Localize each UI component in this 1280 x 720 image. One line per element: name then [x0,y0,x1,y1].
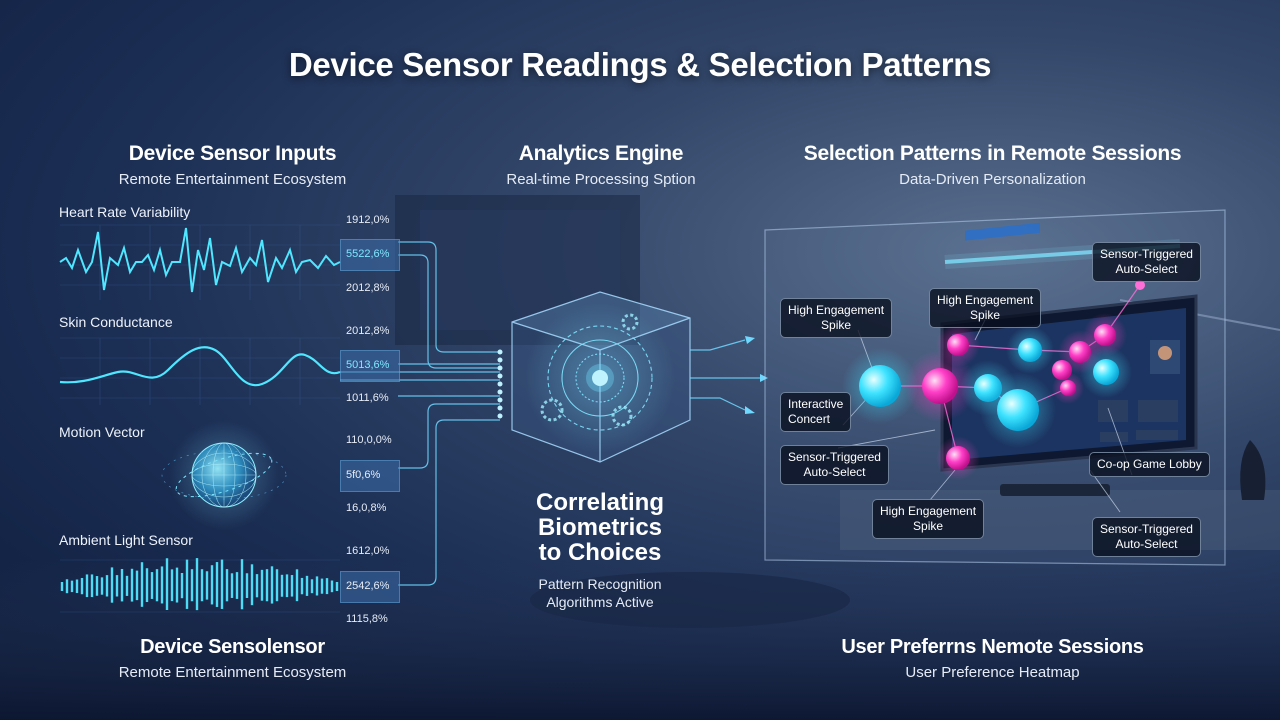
right-footer-heading: User Preferrns Nemote Sessions [841,636,1144,658]
sensor-panel-motion-vector [161,420,287,530]
left-column-footer: Device Sensolensor Remote Entertainment … [60,636,405,681]
sensor-label-motion-vector: Motion Vector [59,424,145,440]
highlight-box [340,350,400,382]
sensor-reading: 110,0,0% [346,434,392,446]
connector-nodes [497,349,503,419]
analytics-cube [511,291,691,463]
connector-lines-right [690,339,760,411]
right-column-footer: User Preferrns Nemote Sessions User Pref… [770,636,1215,681]
tag-line: Co-op Game Lobby [1097,457,1202,471]
highlight-box [340,239,400,271]
tag-interactive-concert: Interactive Concert [780,392,852,432]
center-caption: Correlating Biometrics to Choices Patter… [490,490,710,611]
tag-line: High Engagement [880,504,977,518]
tag-sensor-triggered: Sensor-Triggered Auto-Select [1092,242,1201,282]
tag-line: Spike [821,318,852,332]
tag-line: Spike [913,519,944,533]
tag-line: Sensor-Triggered [1100,247,1193,261]
heart-rate-waveform [59,227,341,293]
right-column-heading: Selection Patterns in Remote Sessions [803,142,1182,165]
caption-line: Biometrics [537,514,663,541]
left-footer-subheading: Remote Entertainment Ecosystem [118,664,347,681]
left-column-header: Device Sensor Inputs Remote Entertainmen… [60,142,405,188]
highlight-box [340,571,400,603]
sub-caption-line: Pattern Recognition [538,576,662,592]
tag-sensor-triggered: Sensor-Triggered Auto-Select [780,445,889,485]
tag-high-engagement: High Engagement Spike [929,288,1042,328]
page-title: Device Sensor Readings & Selection Patte… [288,46,992,83]
caption-line: to Choices [538,539,662,566]
right-column-subheading: Data-Driven Personalization [899,171,1086,188]
left-footer-heading: Device Sensolensor [140,636,325,658]
left-column-heading: Device Sensor Inputs [128,142,337,165]
tag-line: Auto-Select [803,465,866,479]
sub-caption-line: Algorithms Active [546,594,654,610]
highlight-box [340,460,400,492]
center-column-header: Analytics Engine Real-time Processing Sp… [470,142,732,188]
sensor-reading: 16,0,8% [346,502,387,514]
gear-icon [540,313,639,427]
left-column-subheading: Remote Entertainment Ecosystem [118,171,347,188]
tag-high-engagement: High Engagement Spike [872,499,985,539]
sensor-reading: 2542,6% [346,580,390,592]
sensor-label-skin-conductance: Skin Conductance [59,314,173,330]
sensor-panel-skin-conductance [59,337,341,405]
tag-line: Interactive [788,397,844,411]
sensor-panel-ambient-light [60,558,340,613]
sensor-reading: 2012,8% [346,282,390,294]
tag-high-engagement: High Engagement Spike [780,298,893,338]
skin-conductance-waveform [59,346,341,387]
sensor-reading: 1011,6% [346,392,389,404]
sub-caption: Pattern Recognition Algorithms Active [490,575,710,611]
sensor-reading: 1115,8% [346,613,388,625]
tag-line: Auto-Select [1115,537,1178,551]
sensor-label-ambient-light: Ambient Light Sensor [59,532,193,548]
arrow-icon [745,336,768,414]
tag-line: Concert [788,412,831,426]
center-column-heading: Analytics Engine [518,142,684,165]
tag-line: Sensor-Triggered [1100,522,1193,536]
sensor-label-heart-rate: Heart Rate Variability [59,204,191,220]
tag-sensor-triggered: Sensor-Triggered Auto-Select [1092,517,1201,557]
ambient-light-spectrum [60,558,339,611]
sensor-reading: 2012,8% [346,325,390,337]
tag-line: Auto-Select [1115,262,1178,276]
tag-line: Sensor-Triggered [788,450,881,464]
caption-line: Correlating [535,489,664,516]
tag-line: High Engagement [788,303,885,317]
right-column-header: Selection Patterns in Remote Sessions Da… [770,142,1215,188]
sensor-panel-heart-rate [59,224,341,300]
center-column-subheading: Real-time Processing Sption [506,171,696,188]
sensor-reading: 1912,0% [346,214,390,226]
sensor-reading-highlight: 5013,6% [346,359,390,371]
right-footer-subheading: User Preference Heatmap [905,664,1080,681]
motion-globe [191,442,257,508]
sensor-reading: 5f0,6% [346,469,381,481]
sensor-reading-highlight: 5522,6% [346,248,390,260]
tag-coop-game-lobby: Co-op Game Lobby [1089,452,1210,477]
tag-line: High Engagement [937,293,1034,307]
sensor-reading: 1612,0% [346,545,390,557]
tag-line: Spike [970,308,1001,322]
